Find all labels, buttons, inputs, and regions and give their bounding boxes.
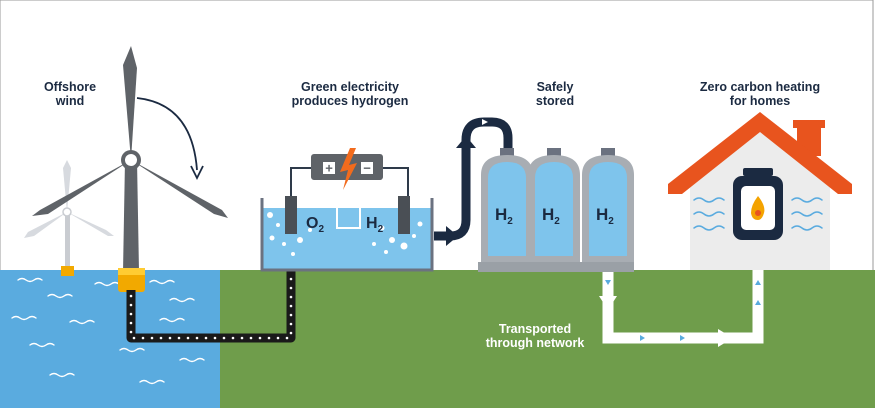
- battery-plus-box: [323, 162, 335, 174]
- label-offshore-wind-line1: Offshore: [43, 80, 97, 94]
- pipe-arrow-up: [456, 136, 476, 148]
- battery-minus-sign: −: [363, 161, 371, 176]
- grass: [220, 270, 875, 408]
- network-arrow-right: [718, 329, 733, 347]
- electrode-left: [285, 196, 297, 234]
- label-transported-line1: Transported: [498, 322, 572, 336]
- roof: [668, 112, 852, 194]
- h2-label-tank-3: H2: [596, 205, 614, 227]
- house: [668, 112, 852, 270]
- pipe-arrow-right: [446, 226, 458, 246]
- flame-icon: [751, 196, 765, 220]
- small-wind-turbine: [24, 160, 114, 276]
- hydrogen-pipe: [434, 117, 513, 246]
- label-zero-carbon-line2: for homes: [729, 94, 791, 108]
- label-green-electricity: Green electricity produces hydrogen: [275, 80, 425, 108]
- h2-label-tank-1: H2: [495, 205, 513, 227]
- label-green-electricity-line2: produces hydrogen: [291, 94, 409, 108]
- heat-waves: [693, 197, 823, 231]
- rotation-arrow: [136, 97, 204, 181]
- o2-label: O2: [306, 215, 324, 235]
- label-transported: Transported through network: [470, 322, 600, 350]
- h2-label-electrolyser: H2: [366, 215, 384, 235]
- label-zero-carbon-line1: Zero carbon heating: [699, 80, 821, 94]
- label-safely-stored-line1: Safely: [536, 80, 574, 94]
- gas-bubbles: [267, 212, 423, 256]
- tank-2: [528, 148, 580, 262]
- electrode-right: [398, 196, 410, 234]
- label-offshore-wind-line2: wind: [55, 94, 85, 108]
- label-green-electricity-line1: Green electricity: [301, 80, 399, 94]
- label-offshore-wind: Offshore wind: [35, 80, 105, 108]
- main-wind-turbine: [32, 46, 228, 292]
- storage-tanks: H2 H2 H2: [478, 148, 634, 272]
- network-arrow-down: [599, 296, 617, 310]
- electrolyser: + − O2 H2: [260, 148, 434, 272]
- tank-1: [481, 148, 533, 262]
- battery-minus-box: [361, 162, 373, 174]
- distribution-network: [599, 268, 764, 347]
- tank-3: [582, 148, 634, 262]
- label-zero-carbon: Zero carbon heating for homes: [680, 80, 840, 108]
- label-transported-line2: through network: [485, 336, 585, 350]
- battery-plus-sign: +: [325, 161, 333, 176]
- sea-waves: [11, 277, 205, 385]
- lightning-icon: [340, 148, 357, 190]
- h2-label-tank-2: H2: [542, 205, 560, 227]
- label-safely-stored: Safely stored: [520, 80, 590, 108]
- label-safely-stored-line2: stored: [535, 94, 575, 108]
- power-cable: [126, 268, 296, 343]
